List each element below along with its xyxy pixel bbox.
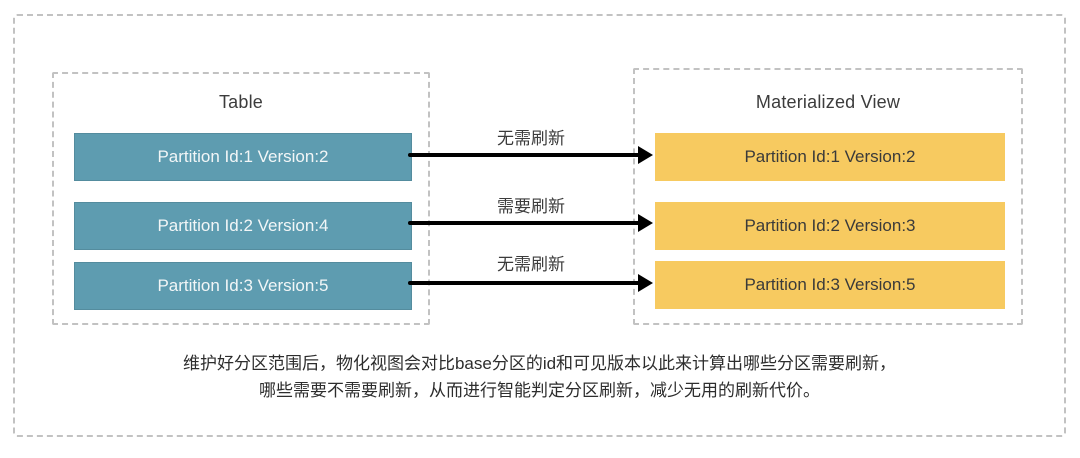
mv-partition-label-2: Partition Id:2 Version:3 bbox=[744, 216, 916, 235]
arrow-head-icon-1 bbox=[638, 146, 653, 164]
outer-dashed-frame bbox=[13, 14, 1066, 437]
arrow-label-2: 需要刷新 bbox=[497, 197, 565, 216]
caption-line-1: 维护好分区范围后，物化视图会对比base分区的id和可见版本以此来计算出哪些分区… bbox=[182, 354, 897, 373]
table-partition-label-2: Partition Id:2 Version:4 bbox=[157, 216, 329, 235]
caption-line-2: 哪些需要不需要刷新，从而进行智能判定分区刷新，减少无用的刷新代价。 bbox=[259, 381, 820, 400]
table-partition-label-3: Partition Id:3 Version:5 bbox=[157, 276, 329, 295]
arrow-label-1: 无需刷新 bbox=[497, 129, 565, 148]
mv-partition-box-1: Partition Id:1 Version:2 bbox=[655, 133, 1005, 181]
table-partition-box-3: Partition Id:3 Version:5 bbox=[74, 262, 412, 310]
arrow-head-icon-2 bbox=[638, 214, 653, 232]
arrow-line-1 bbox=[408, 153, 641, 157]
table-panel-title: Table bbox=[218, 92, 264, 112]
table-partition-label-1: Partition Id:1 Version:2 bbox=[157, 147, 329, 166]
arrow-label-3: 无需刷新 bbox=[497, 255, 565, 274]
table-panel: Table Partition Id:1 Version:2 Partition… bbox=[52, 72, 430, 325]
mv-partition-label-1: Partition Id:1 Version:2 bbox=[744, 147, 916, 166]
mv-partition-box-2: Partition Id:2 Version:3 bbox=[655, 202, 1005, 250]
table-partition-box-2: Partition Id:2 Version:4 bbox=[74, 202, 412, 250]
materialized-view-panel: Materialized View Partition Id:1 Version… bbox=[633, 68, 1023, 325]
arrow-line-3 bbox=[408, 281, 641, 285]
caption-text: 维护好分区范围后，物化视图会对比base分区的id和可见版本以此来计算出哪些分区… bbox=[13, 350, 1066, 404]
mv-partition-box-3: Partition Id:3 Version:5 bbox=[655, 261, 1005, 309]
materialized-view-panel-title: Materialized View bbox=[755, 92, 901, 112]
mv-partition-label-3: Partition Id:3 Version:5 bbox=[744, 275, 916, 294]
arrow-line-2 bbox=[408, 221, 641, 225]
arrow-head-icon-3 bbox=[638, 274, 653, 292]
table-partition-box-1: Partition Id:1 Version:2 bbox=[74, 133, 412, 181]
